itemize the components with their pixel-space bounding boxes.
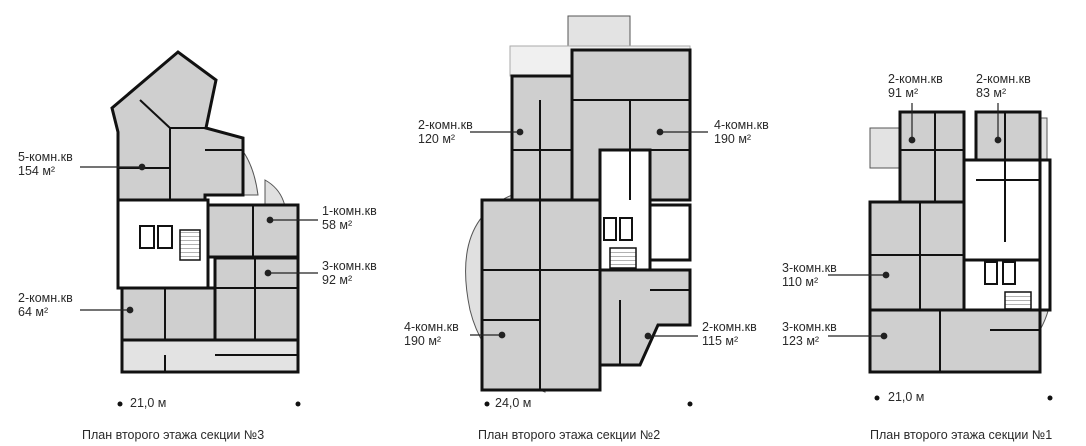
apartment-area: 64 м² <box>18 305 49 319</box>
apartment-label-2room-s2-bottom: 2-комн.кв 115 м² <box>702 320 757 348</box>
apartment-area: 83 м² <box>976 86 1007 100</box>
section-3-plan <box>110 50 300 374</box>
apartment-area: 91 м² <box>888 86 919 100</box>
apartment-label-3room-s1-123: 3-комн.кв 123 м² <box>782 320 837 348</box>
dimension-dots <box>117 395 1053 407</box>
apartment-label-4room-s2-top: 4-комн.кв 190 м² <box>714 118 769 146</box>
apartment-area: 115 м² <box>702 334 739 348</box>
caption-section-2: План второго этажа секции №2 <box>478 428 661 442</box>
apartment-rooms: 5-комн.кв <box>18 150 73 164</box>
apartment-label-1room-s3: 1-комн.кв 58 м² <box>322 204 377 232</box>
dimension-s3: 21,0 м <box>130 396 167 410</box>
apartment-label-3room-s3: 3-комн.кв 92 м² <box>322 259 377 287</box>
apartment-rooms: 3-комн.кв <box>782 320 837 334</box>
leader-lines <box>80 103 1002 340</box>
apartment-rooms: 1-комн.кв <box>322 204 377 218</box>
apartment-rooms: 2-комн.кв <box>18 291 73 305</box>
apartment-area: 190 м² <box>404 334 442 348</box>
apartment-rooms: 2-комн.кв <box>418 118 473 132</box>
apartment-rooms: 3-комн.кв <box>322 259 377 273</box>
apartment-rooms: 2-комн.кв <box>976 72 1031 86</box>
dimension-s2: 24,0 м <box>495 396 532 410</box>
section-2-plan <box>465 15 692 393</box>
apartment-rooms: 3-комн.кв <box>782 261 837 275</box>
apartment-area: 58 м² <box>322 218 353 232</box>
apartment-label-4room-s2-bottom: 4-комн.кв 190 м² <box>404 320 459 348</box>
apartment-label-2room-s1-83: 2-комн.кв 83 м² <box>976 72 1031 100</box>
apartment-rooms: 4-комн.кв <box>404 320 459 334</box>
apartment-area: 190 м² <box>714 132 752 146</box>
section-1-plan <box>868 110 1052 374</box>
apartment-label-2room-s2-top: 2-комн.кв 120 м² <box>418 118 473 146</box>
apartment-label-2room-s3: 2-комн.кв 64 м² <box>18 291 73 319</box>
apartment-area: 120 м² <box>418 132 456 146</box>
dimension-s1: 21,0 м <box>888 390 925 404</box>
apartment-area: 110 м² <box>782 275 819 289</box>
apartment-label-5room-s3: 5-комн.кв 154 м² <box>18 150 73 178</box>
apartment-rooms: 2-комн.кв <box>702 320 757 334</box>
caption-section-3: План второго этажа секции №3 <box>82 428 265 442</box>
apartment-rooms: 2-комн.кв <box>888 72 943 86</box>
apartment-label-2room-s1-91: 2-комн.кв 91 м² <box>888 72 943 100</box>
apartment-area: 123 м² <box>782 334 820 348</box>
caption-section-1: План второго этажа секции №1 <box>870 428 1053 442</box>
apartment-label-3room-s1-110: 3-комн.кв 110 м² <box>782 261 837 289</box>
apartment-rooms: 4-комн.кв <box>714 118 769 132</box>
apartment-area: 92 м² <box>322 273 353 287</box>
apartment-area: 154 м² <box>18 164 56 178</box>
